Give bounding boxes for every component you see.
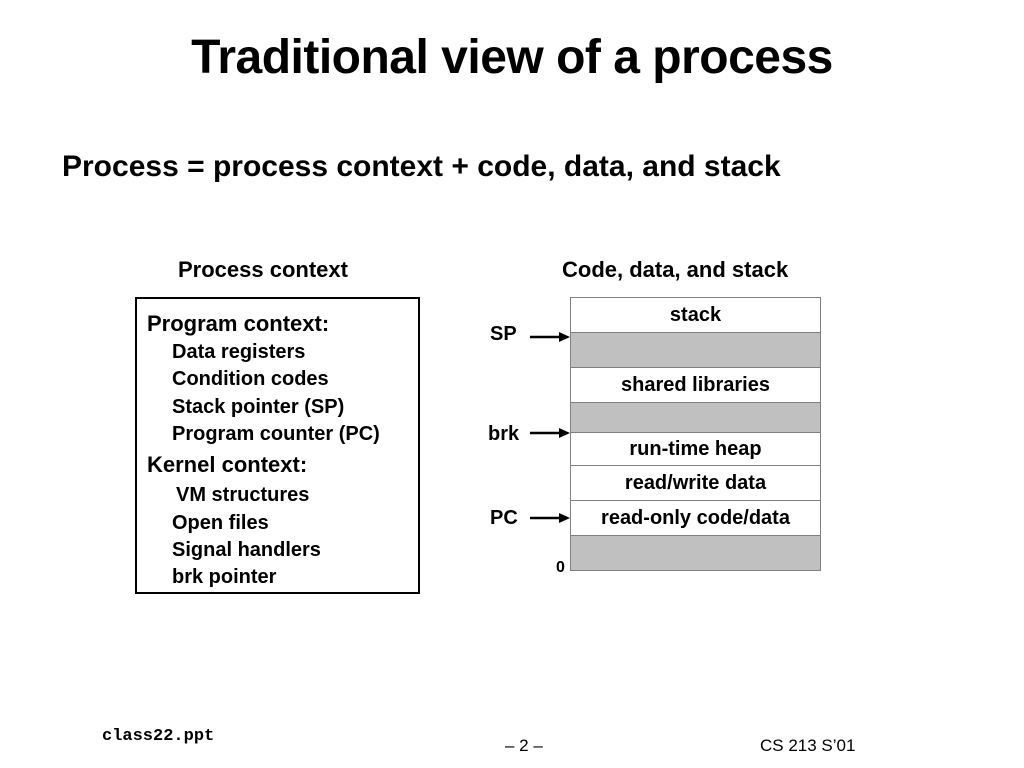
list-item: Condition codes	[172, 368, 329, 390]
pc-label: PC	[490, 507, 518, 529]
segment-read-write-data: read/write data	[570, 465, 821, 501]
pc-arrow-icon	[530, 513, 570, 523]
list-item: brk pointer	[172, 566, 277, 588]
code-data-stack-label: Code, data, and stack	[562, 257, 789, 282]
process-context-box: Program context: Data registers Conditio…	[135, 297, 420, 594]
memory-layout: stack shared libraries run-time heap rea…	[570, 297, 821, 571]
segment-gap-bottom	[570, 535, 821, 571]
brk-label: brk	[488, 423, 520, 445]
footer-page-number: – 2 –	[505, 736, 543, 755]
sp-arrow-icon	[530, 332, 570, 342]
list-item: Program counter (PC)	[172, 423, 380, 445]
sp-label: SP	[490, 323, 517, 345]
segment-read-only-code-data: read-only code/data	[570, 500, 821, 536]
segment-gap-heap	[570, 402, 821, 433]
footer-filename: class22.ppt	[102, 727, 215, 746]
brk-arrow-icon	[530, 428, 570, 438]
list-item: VM structures	[176, 484, 310, 506]
list-item: Data registers	[172, 341, 306, 363]
list-item: Open files	[172, 512, 269, 534]
process-context-label: Process context	[178, 257, 348, 282]
program-context-heading: Program context:	[147, 311, 330, 336]
address-zero-label: 0	[556, 559, 565, 576]
list-item: Signal handlers	[172, 539, 321, 561]
list-item: Stack pointer (SP)	[172, 396, 345, 418]
slide-subtitle: Process = process context + code, data, …	[62, 150, 781, 183]
footer-course: CS 213 S’01	[760, 736, 856, 755]
segment-gap-stack	[570, 332, 821, 368]
slide-title: Traditional view of a process	[191, 31, 833, 84]
segment-run-time-heap: run-time heap	[570, 432, 821, 466]
kernel-context-heading: Kernel context:	[147, 452, 308, 477]
